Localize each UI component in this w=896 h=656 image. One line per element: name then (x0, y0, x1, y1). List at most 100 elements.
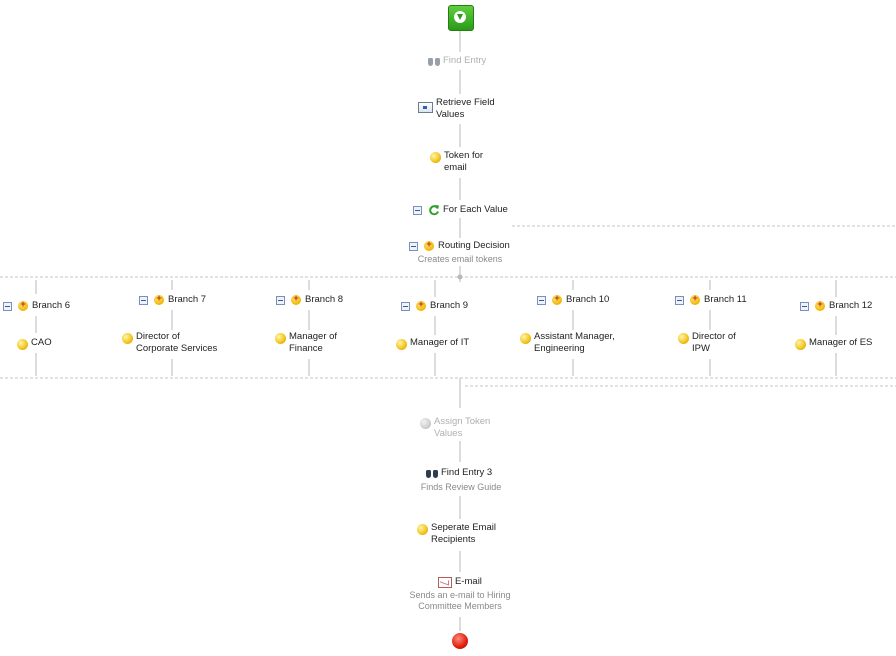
find-entry-activity[interactable]: Find Entry (428, 55, 486, 67)
routing-decision-description: Creates email tokens (417, 254, 503, 264)
branch-8[interactable]: Branch 8 (276, 293, 344, 306)
label-line: Assign Token (434, 416, 491, 427)
token-label: Manager of Finance (289, 331, 337, 355)
label-line: Director of (136, 331, 180, 342)
label-line: Manager of (289, 331, 338, 342)
collapse-toggle-icon[interactable] (409, 242, 418, 251)
assign-token-values-activity[interactable]: Assign Token Values (420, 416, 490, 440)
branch-9-token[interactable]: Manager of IT (396, 337, 469, 350)
branch-label: Branch 8 (305, 294, 344, 305)
separate-email-recipients-activity[interactable]: Seperate Email Recipients (417, 522, 496, 546)
label-line: email (444, 162, 467, 173)
token-label: Manager of ES (809, 337, 873, 348)
branch-12[interactable]: Branch 12 (800, 299, 873, 312)
collapse-toggle-icon[interactable] (537, 296, 546, 305)
label-line: Recipients (431, 534, 476, 545)
label-line: Values (436, 109, 465, 120)
branch-12-token[interactable]: Manager of ES (795, 337, 872, 350)
token-icon (520, 333, 531, 344)
loop-icon (429, 205, 439, 216)
branch-8-token[interactable]: Manager of Finance (275, 331, 337, 355)
stop-icon[interactable] (452, 633, 468, 649)
branch-7[interactable]: Branch 7 (139, 293, 207, 306)
retrieve-field-values-activity[interactable]: Retrieve Field Values (418, 97, 495, 121)
token-icon (795, 339, 806, 350)
token-for-email-label: Token for email (444, 150, 483, 174)
token-icon (275, 333, 286, 344)
token-label: Manager of IT (410, 337, 470, 348)
label-line: Assistant Manager, (534, 331, 615, 342)
separate-email-recipients-label: Seperate Email Recipients (431, 522, 496, 546)
branch-icon (291, 293, 301, 305)
collapse-toggle-icon[interactable] (800, 302, 809, 311)
branch-10[interactable]: Branch 10 (537, 293, 610, 306)
branch-11-token[interactable]: Director of IPW (678, 331, 736, 355)
branch-label: Branch 10 (566, 294, 610, 305)
token-icon (417, 524, 428, 535)
branch-icon (154, 293, 164, 305)
token-icon (430, 152, 441, 163)
find-entry-3-label: Find Entry 3 (441, 467, 493, 478)
branch-label: Branch 11 (704, 294, 747, 305)
label-line: Seperate Email (431, 522, 496, 533)
token-for-email-activity[interactable]: Token for email (430, 150, 483, 174)
branch-11[interactable]: Branch 11 (675, 293, 747, 306)
branch-label: Branch 9 (430, 300, 469, 311)
find-entry-label: Find Entry (443, 55, 487, 66)
token-icon (122, 333, 133, 344)
branch-label: Branch 6 (32, 300, 71, 311)
branch-6[interactable]: Branch 6 (3, 299, 71, 312)
routing-decision-icon (424, 239, 434, 251)
retrieve-fields-icon (418, 102, 433, 113)
branch-icon (815, 299, 825, 311)
branch-label: Branch 12 (829, 300, 873, 311)
label-line: Engineering (534, 343, 585, 354)
token-icon (420, 418, 431, 429)
collapse-toggle-icon[interactable] (3, 302, 12, 311)
branch-6-token[interactable]: CAO (17, 337, 52, 350)
description-line: Sends an e-mail to Hiring (409, 590, 511, 600)
token-icon (678, 333, 689, 344)
token-label: Director of Corporate Services (136, 331, 217, 355)
collapse-toggle-icon[interactable] (401, 302, 410, 311)
start-icon[interactable] (448, 5, 474, 31)
branch-10-token[interactable]: Assistant Manager, Engineering (520, 331, 615, 355)
label-line: Token for (444, 150, 484, 161)
label-line: Retrieve Field (436, 97, 495, 108)
branch-icon (416, 299, 426, 311)
collapse-toggle-icon[interactable] (675, 296, 684, 305)
label-line: Values (434, 428, 463, 439)
branch-icon (552, 293, 562, 305)
find-entry-3-activity[interactable]: Find Entry 3 (426, 467, 492, 479)
collapse-toggle-icon[interactable] (413, 206, 422, 215)
for-each-value-activity[interactable]: For Each Value (413, 204, 508, 216)
binoculars-icon (426, 468, 438, 478)
token-icon (396, 339, 407, 350)
for-each-value-label: For Each Value (443, 204, 508, 215)
email-icon (438, 577, 452, 588)
token-label: Assistant Manager, Engineering (534, 331, 615, 355)
token-label: Director of IPW (692, 331, 736, 355)
find-entry-3-description: Finds Review Guide (420, 482, 502, 492)
branch-icon (18, 299, 28, 311)
description-line: Committee Members (418, 601, 502, 611)
label-line: Director of (692, 331, 736, 342)
label-line: IPW (692, 343, 710, 354)
routing-decision-activity[interactable]: Routing Decision (409, 239, 510, 252)
branch-label: Branch 7 (168, 294, 207, 305)
binoculars-icon (428, 56, 440, 66)
token-label: CAO (31, 337, 52, 348)
branch-7-token[interactable]: Director of Corporate Services (122, 331, 217, 355)
branch-9[interactable]: Branch 9 (401, 299, 469, 312)
branch-icon (690, 293, 700, 305)
retrieve-field-values-label: Retrieve Field Values (436, 97, 495, 121)
collapse-toggle-icon[interactable] (139, 296, 148, 305)
assign-token-values-label: Assign Token Values (434, 416, 490, 440)
email-label: E-mail (455, 576, 482, 587)
label-line: Corporate Services (136, 343, 218, 354)
email-activity[interactable]: E-mail (438, 576, 482, 588)
routing-decision-label: Routing Decision (438, 240, 510, 251)
email-description: Sends an e-mail to Hiring Committee Memb… (396, 590, 524, 612)
collapse-toggle-icon[interactable] (276, 296, 285, 305)
